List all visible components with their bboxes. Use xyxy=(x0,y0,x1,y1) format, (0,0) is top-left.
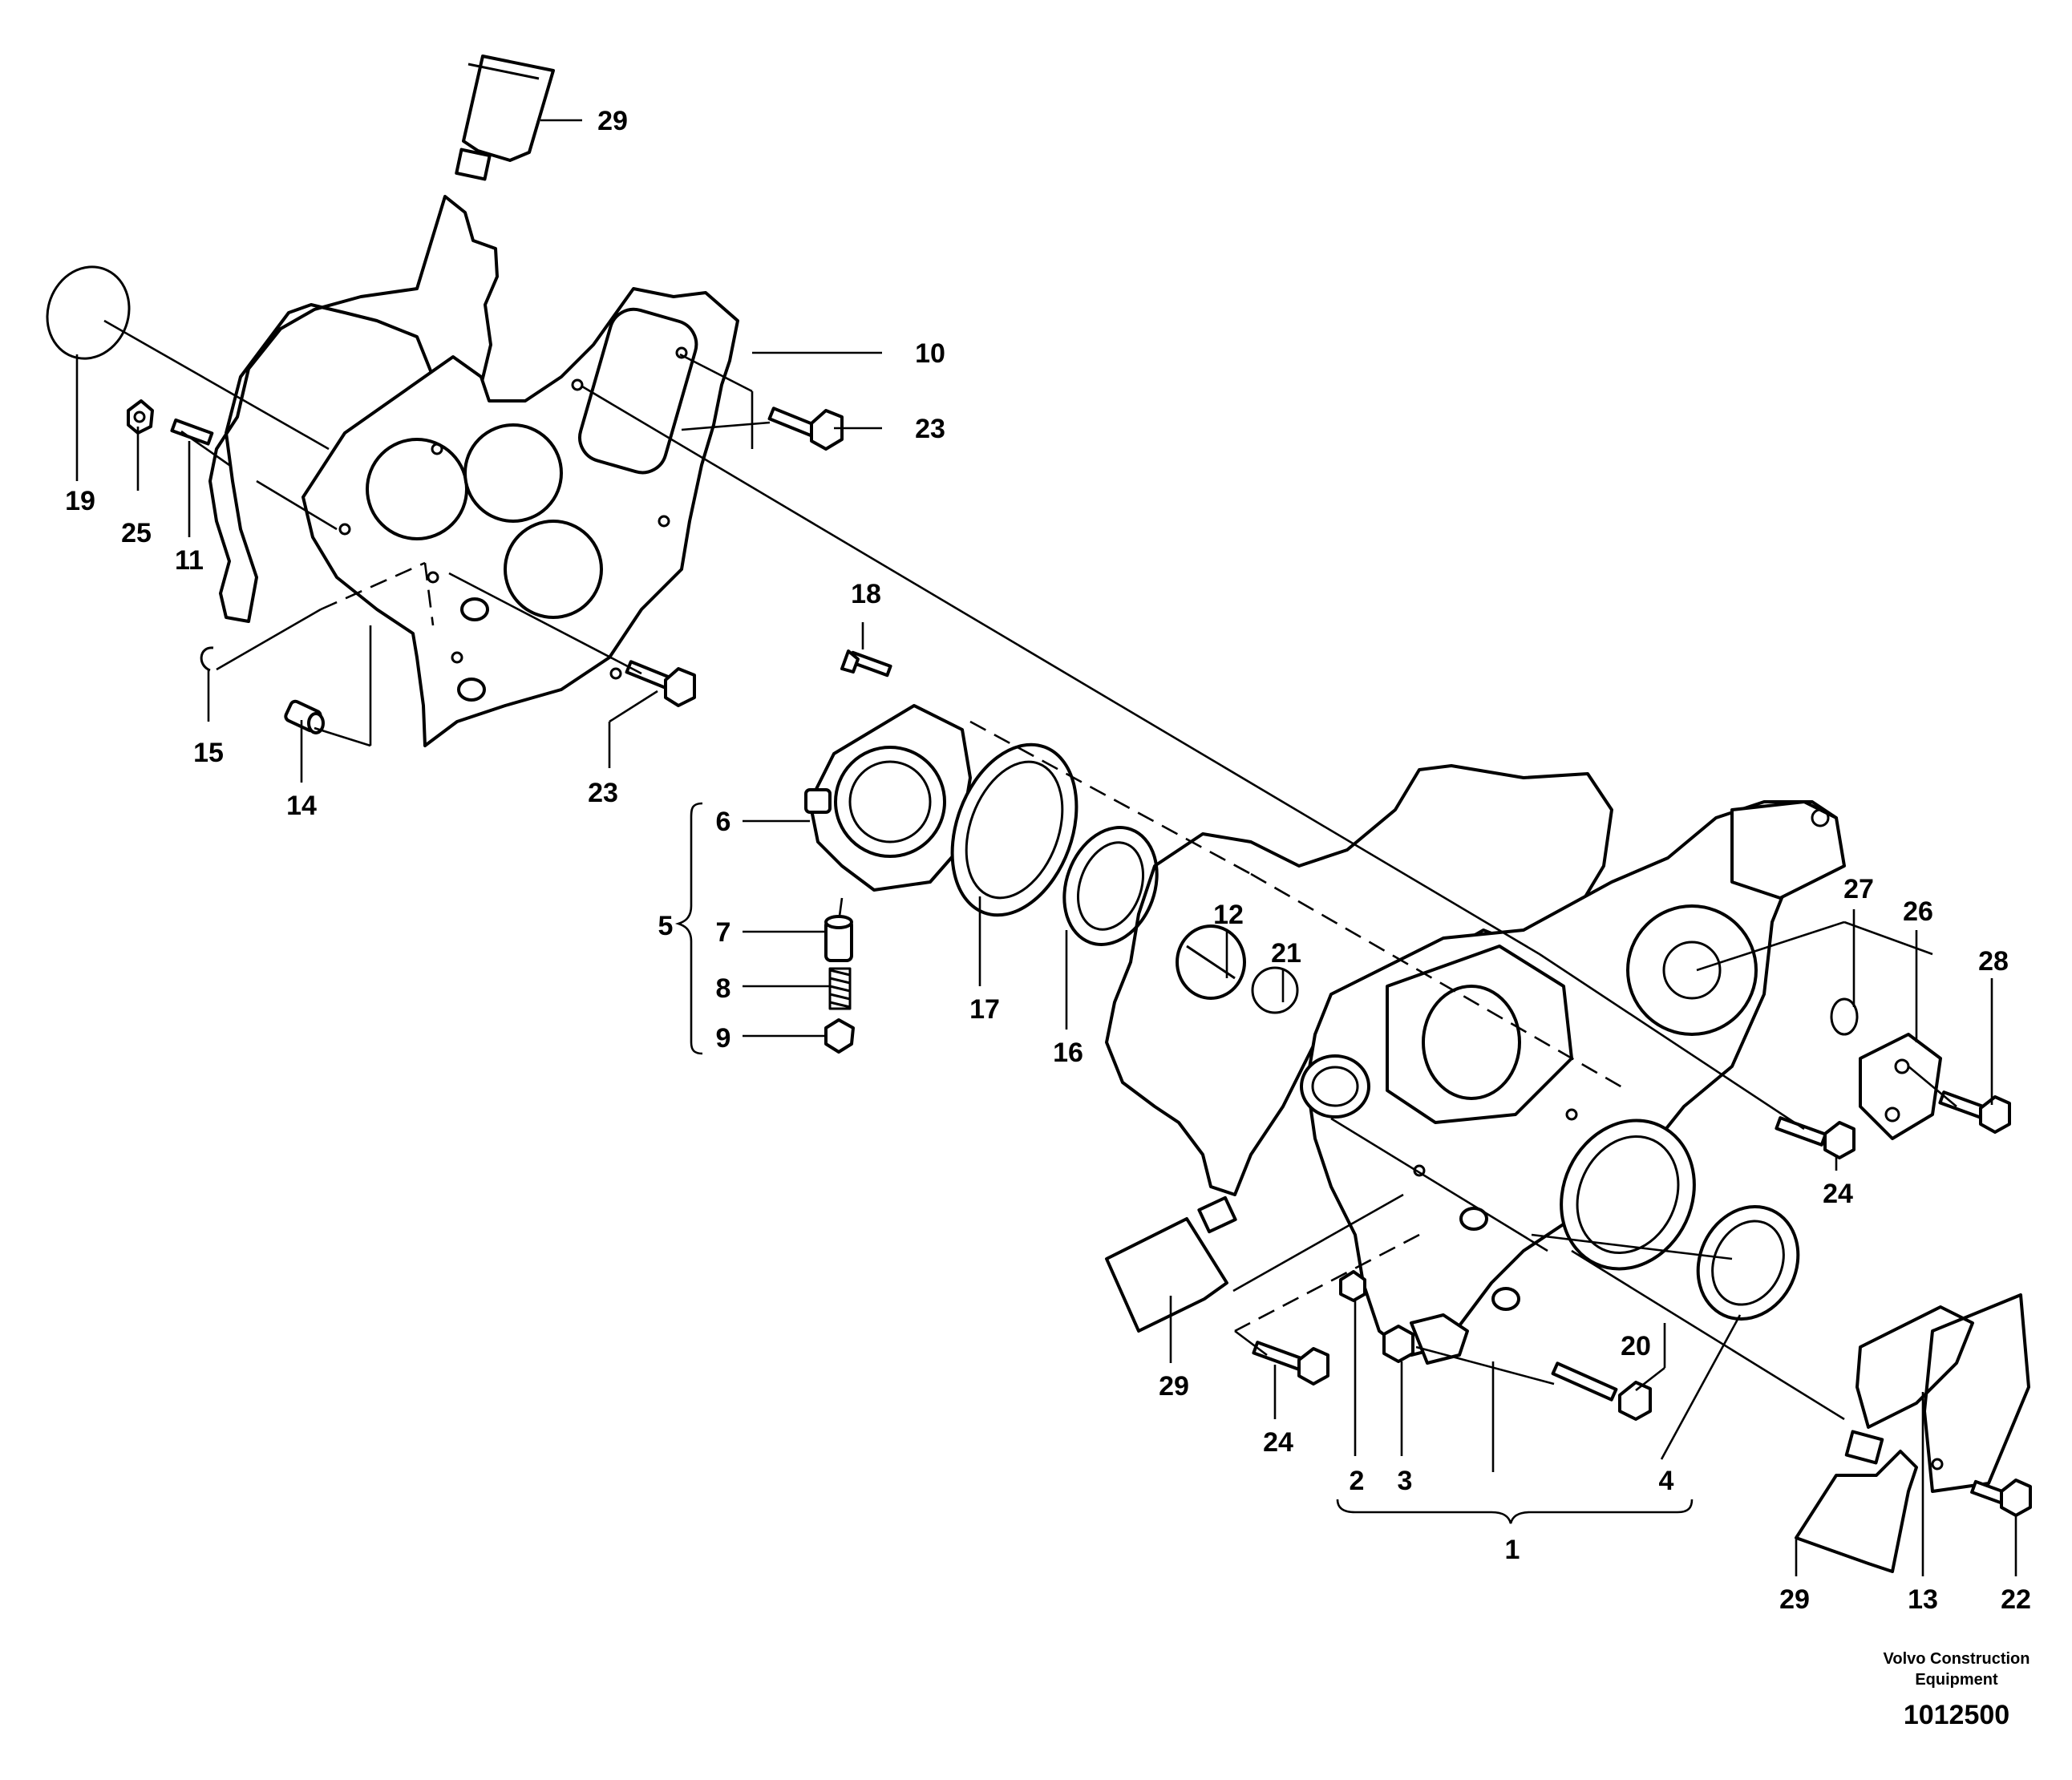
label-5: 5 xyxy=(658,911,674,941)
alignment-lines xyxy=(103,319,1957,1421)
label-19: 19 xyxy=(65,486,95,516)
label-23-upper: 23 xyxy=(915,414,945,444)
brace-1 xyxy=(1336,1499,1694,1524)
bolt-24-left xyxy=(1252,1341,1329,1386)
label-20: 20 xyxy=(1621,1331,1651,1361)
bolt-24-right xyxy=(1775,1116,1855,1159)
label-10: 10 xyxy=(915,338,945,369)
bolt-28 xyxy=(1938,1090,2011,1134)
credit-company: Volvo Construction Equipment xyxy=(1883,1650,2030,1689)
label-29-mid: 29 xyxy=(1159,1371,1189,1402)
label-6: 6 xyxy=(716,807,731,837)
label-28: 28 xyxy=(1978,946,2009,977)
spring-8 xyxy=(828,967,852,1010)
plug-2 xyxy=(1339,1270,1366,1302)
label-2: 2 xyxy=(1350,1466,1365,1496)
label-3: 3 xyxy=(1398,1466,1413,1496)
leader-lines xyxy=(75,119,2017,1576)
label-1: 1 xyxy=(1505,1535,1520,1565)
nut-25 xyxy=(127,399,154,435)
dowel-14 xyxy=(284,699,325,734)
label-8: 8 xyxy=(716,973,731,1004)
label-23-lower: 23 xyxy=(588,778,618,808)
inner-rotor-16 xyxy=(1062,826,1159,946)
timing-cover xyxy=(1300,800,1846,1365)
ring-15 xyxy=(200,646,214,672)
label-25: 25 xyxy=(121,518,152,548)
label-9: 9 xyxy=(716,1023,731,1054)
sealant-tube-bottom xyxy=(1795,1430,1918,1573)
valve-7 xyxy=(824,915,853,962)
cover-bolt-left xyxy=(1459,1207,1520,1311)
label-29-bottom: 29 xyxy=(1779,1584,1810,1615)
label-17: 17 xyxy=(969,994,1000,1025)
sealant-tube-top xyxy=(455,55,555,181)
label-18: 18 xyxy=(851,579,881,609)
brace-5 xyxy=(674,802,703,1055)
o-ring-21 xyxy=(1251,966,1299,1014)
bolt-22 xyxy=(1970,1479,2032,1517)
bolt-23-upper xyxy=(767,407,844,451)
upper-gasket xyxy=(208,195,499,623)
drawing-number: 1012500 xyxy=(1903,1700,2010,1730)
gasket-plate xyxy=(1855,1305,1974,1429)
label-26: 26 xyxy=(1903,896,1933,927)
label-29-top: 29 xyxy=(597,106,628,136)
label-15: 15 xyxy=(193,738,224,768)
bolt-23-lower xyxy=(625,660,696,707)
cover-plate-13 xyxy=(1923,1293,2030,1493)
label-24-left: 24 xyxy=(1263,1427,1293,1458)
label-27: 27 xyxy=(1843,874,1874,904)
label-14: 14 xyxy=(286,791,317,821)
pump-housing-6 xyxy=(804,704,972,892)
oil-filler-cap-12 xyxy=(1176,924,1246,1000)
label-13: 13 xyxy=(1908,1584,1938,1615)
label-24-right: 24 xyxy=(1823,1179,1853,1209)
o-ring-19 xyxy=(46,265,131,360)
label-16: 16 xyxy=(1053,1038,1083,1068)
label-22: 22 xyxy=(2001,1584,2031,1615)
timing-plate xyxy=(301,287,739,747)
label-21: 21 xyxy=(1271,938,1301,969)
plug-3 xyxy=(1382,1325,1414,1363)
label-4: 4 xyxy=(1659,1466,1674,1496)
sealant-tube-mid xyxy=(1105,1195,1237,1333)
bolt-20 xyxy=(1551,1361,1652,1421)
plug-9 xyxy=(824,1018,855,1054)
seal-4 xyxy=(1696,1204,1800,1321)
outer-rotor-17 xyxy=(950,742,1078,917)
o-ring-27 xyxy=(1830,997,1859,1036)
label-11: 11 xyxy=(175,545,204,576)
part-labels: 29 10 23 19 25 11 15 14 23 18 6 5 7 8 9 … xyxy=(65,106,2031,1615)
label-7: 7 xyxy=(716,917,731,948)
cover-26 xyxy=(1859,1033,1942,1140)
screw-18 xyxy=(840,649,892,678)
label-12: 12 xyxy=(1213,900,1244,930)
stud-11 xyxy=(170,418,214,446)
